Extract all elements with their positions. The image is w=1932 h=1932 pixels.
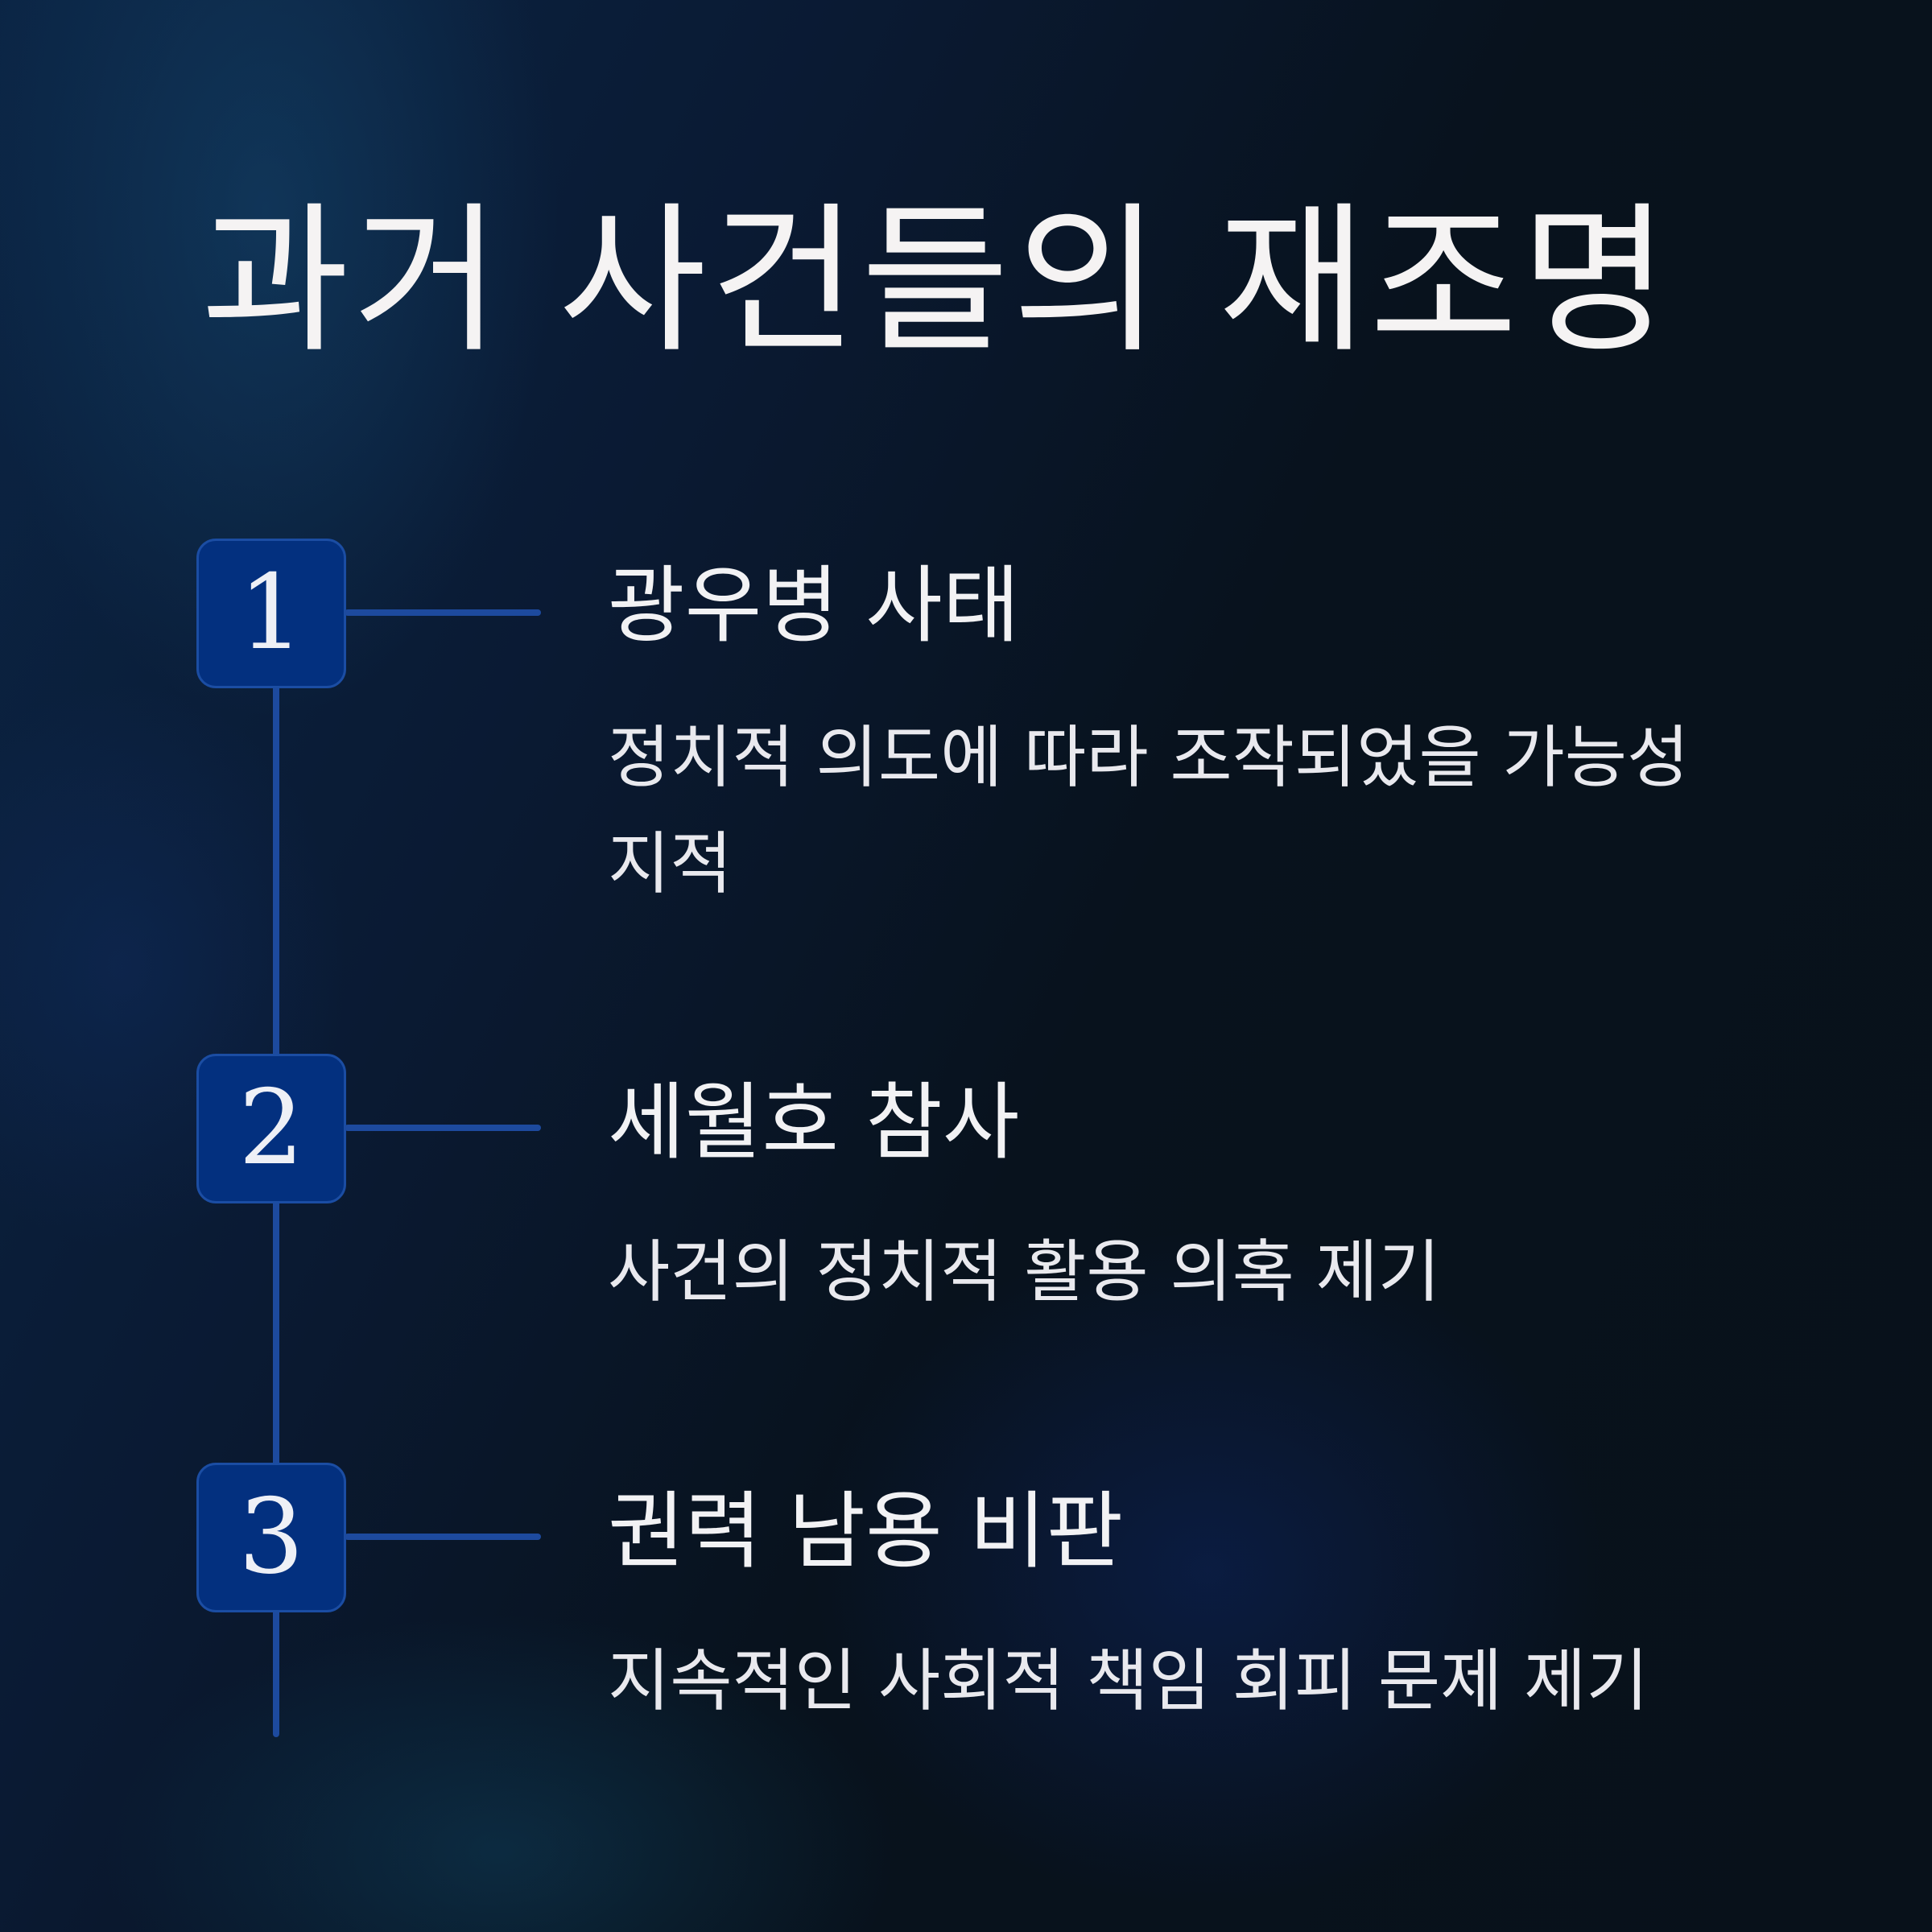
item-heading-3: 권력 남용 비판: [608, 1482, 1124, 1580]
item-number: 3: [238, 1477, 304, 1597]
item-heading-1: 광우병 사태: [608, 556, 1020, 654]
item-number-badge-1: 1: [196, 539, 346, 688]
item-connector-1: [345, 609, 541, 616]
item-number-badge-2: 2: [196, 1054, 346, 1203]
page-title: 과거 사건들의 재조명: [201, 188, 1673, 375]
item-connector-2: [345, 1125, 541, 1131]
item-description-2: 사건의 정치적 활용 의혹 제기: [608, 1232, 1441, 1311]
item-number: 1: [238, 553, 304, 673]
item-connector-3: [345, 1534, 541, 1540]
item-heading-2: 세월호 참사: [608, 1073, 1020, 1171]
item-description-3: 지속적인 사회적 책임 회피 문제 제기: [608, 1641, 1649, 1720]
item-number: 2: [238, 1068, 304, 1188]
item-number-badge-3: 3: [196, 1463, 346, 1612]
item-description-1: 정치적 의도에 따라 조작되었을 가능성 지적: [608, 718, 1690, 903]
